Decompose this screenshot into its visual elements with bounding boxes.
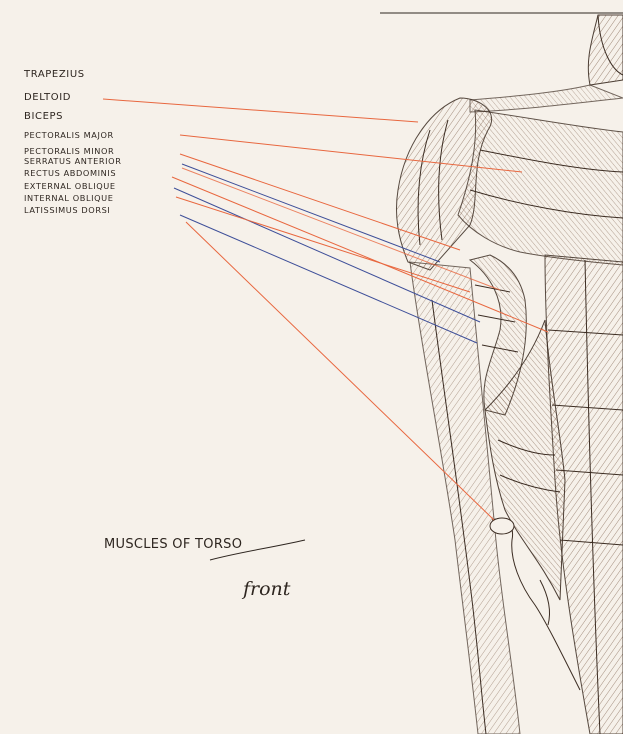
caption-subtitle: front	[243, 578, 290, 600]
caption-title: Muscles of Torso	[104, 537, 242, 552]
leader-deltoid	[103, 99, 418, 122]
label-pectoralis-minor: Pectoralis Minor	[24, 147, 114, 155]
label-biceps: Biceps	[24, 112, 63, 122]
upper-trapezius	[470, 85, 623, 112]
label-serratus-anterior: Serratus Anterior	[24, 157, 122, 165]
trapezius-muscle	[588, 15, 623, 85]
label-deltoid: Deltoid	[24, 93, 71, 103]
label-rectus-abdominis: Rectus Abdominis	[24, 169, 116, 177]
label-pectoralis-major: Pectoralis Major	[24, 131, 114, 139]
label-internal-oblique: Internal Oblique	[24, 194, 114, 202]
pectoralis-major-muscle	[458, 110, 623, 265]
torso-drawing	[396, 15, 623, 734]
label-external-oblique: External Oblique	[24, 182, 116, 190]
label-trapezius: Trapezius	[24, 70, 85, 80]
label-latissimus-dorsi: Latissimus Dorsi	[24, 206, 110, 214]
